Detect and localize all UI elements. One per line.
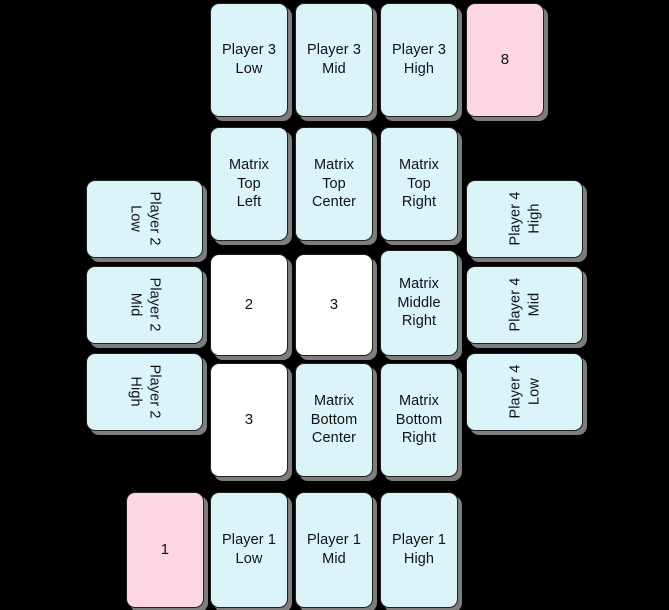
board-cell-player3-mid[interactable]: Player 3 Mid (295, 3, 373, 117)
board-cell-label: Player 1 High (392, 532, 446, 567)
board-cell-matrix-middle-left[interactable]: 2 (210, 254, 288, 356)
board-cell-label: 8 (500, 51, 510, 69)
board-cell-label: Matrix Middle Right (397, 276, 441, 330)
board-cell-label: Matrix Top Left (228, 157, 270, 211)
board-cell-label: Matrix Top Center (311, 157, 357, 211)
board-cell-player2-mid[interactable]: Player 2 Mid (86, 266, 203, 344)
board-cell-label: Matrix Bottom Center (310, 393, 358, 447)
board-cell-label: 3 (244, 411, 254, 429)
board-cell-matrix-top-center[interactable]: Matrix Top Center (295, 127, 373, 241)
board-cell-label: Player 4 High (506, 192, 542, 246)
board-cell-matrix-bottom-center[interactable]: Matrix Bottom Center (295, 363, 373, 477)
board-cell-label: Player 4 Mid (506, 278, 542, 332)
board-cell-player4-low[interactable]: Player 4 Low (466, 353, 583, 431)
board-cell-label: Player 2 Mid (127, 278, 163, 332)
board-cell-label: Player 1 Mid (307, 532, 361, 567)
board-cell-player4-mid[interactable]: Player 4 Mid (466, 266, 583, 344)
board-cell-label: 1 (160, 541, 170, 559)
board-cell-matrix-middle-center[interactable]: 3 (295, 254, 373, 356)
board-cell-label: Player 3 Mid (307, 42, 361, 77)
board-cell-label: 2 (244, 296, 254, 314)
board-cell-score-8[interactable]: 8 (466, 3, 544, 117)
board-cell-label: Matrix Bottom Right (395, 393, 443, 447)
board-cell-label: Player 3 High (392, 42, 446, 77)
board-cell-matrix-bottom-left[interactable]: 3 (210, 363, 288, 477)
board-cell-label: Player 1 Low (222, 532, 276, 567)
board-cell-label: Player 2 Low (127, 192, 163, 246)
board-cell-matrix-middle-right[interactable]: Matrix Middle Right (380, 250, 458, 356)
board-cell-matrix-bottom-right[interactable]: Matrix Bottom Right (380, 363, 458, 477)
board-cell-score-1[interactable]: 1 (126, 492, 204, 608)
board-cell-label: Player 2 High (127, 365, 163, 419)
board-cell-player4-high[interactable]: Player 4 High (466, 180, 583, 258)
board-cell-player1-mid[interactable]: Player 1 Mid (295, 492, 373, 608)
board-cell-label: Matrix Top Right (398, 157, 440, 211)
board-cell-label: Player 4 Low (506, 365, 542, 419)
board-cell-matrix-top-left[interactable]: Matrix Top Left (210, 127, 288, 241)
board-cell-matrix-top-right[interactable]: Matrix Top Right (380, 127, 458, 241)
board-cell-label: Player 3 Low (222, 42, 276, 77)
board-cell-player1-high[interactable]: Player 1 High (380, 492, 458, 608)
board-cell-player2-low[interactable]: Player 2 Low (86, 180, 203, 258)
board-cell-player3-low[interactable]: Player 3 Low (210, 3, 288, 117)
board-cell-player2-high[interactable]: Player 2 High (86, 353, 203, 431)
board-cell-player1-low[interactable]: Player 1 Low (210, 492, 288, 608)
board-cell-label: 3 (329, 296, 339, 314)
board-cell-player3-high[interactable]: Player 3 High (380, 3, 458, 117)
